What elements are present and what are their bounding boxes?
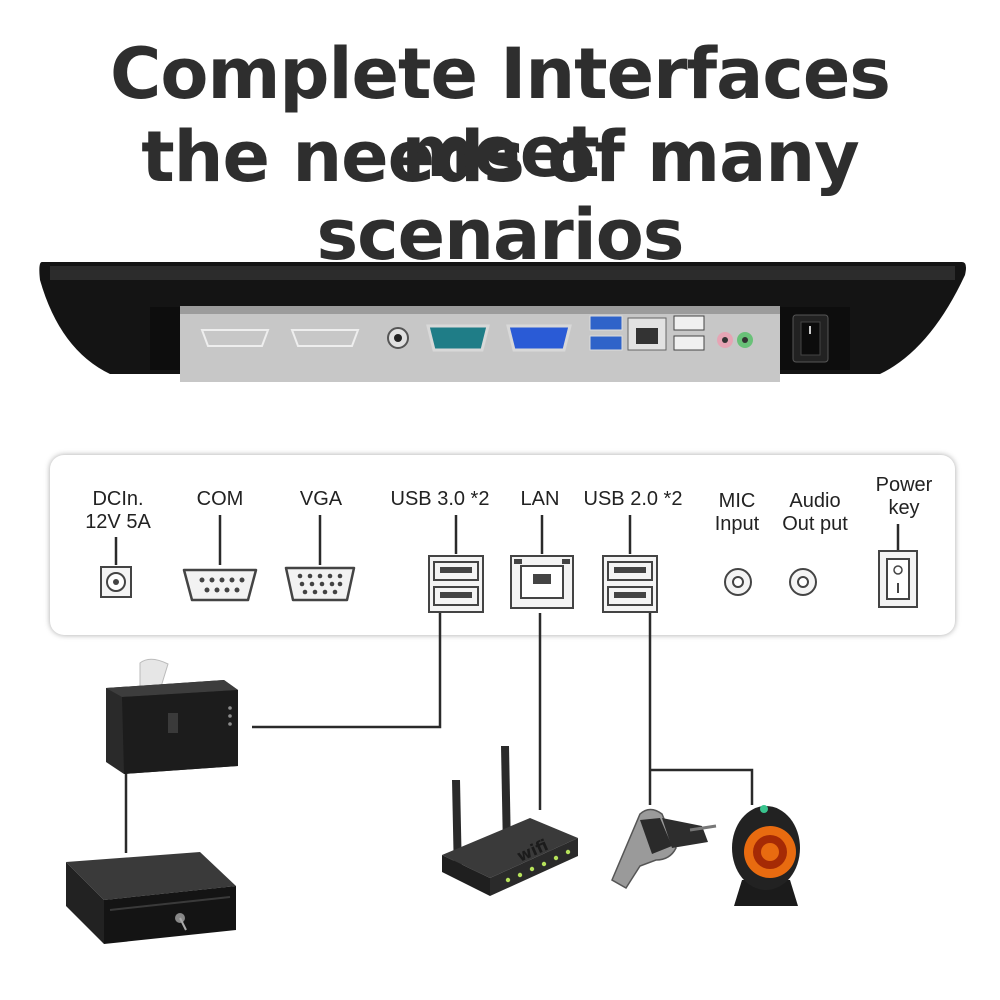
mic-label: MIC Input — [702, 490, 772, 536]
usb3-label: USB 3.0 *2 — [390, 488, 490, 510]
power-label-line1: Power — [875, 474, 933, 496]
mic-label-line2: Input — [714, 513, 760, 535]
mic-label-line1: MIC — [718, 490, 756, 512]
power-label-line2: key — [888, 497, 920, 519]
pos-terminal-back-icon — [39, 262, 967, 382]
headline-line-1: Complete Interfaces meet — [110, 33, 891, 193]
wifi-router-icon: wifi — [442, 746, 578, 896]
audio-label-line1: Audio — [789, 490, 841, 512]
lan-label: LAN — [520, 488, 560, 510]
vga-label: VGA — [299, 488, 343, 510]
dcin-label: DCIn. 12V 5A — [78, 488, 158, 534]
cash-drawer-icon — [66, 852, 236, 944]
headline-line-2: the needs of many scenarios — [141, 116, 860, 276]
dcin-label-line1: DCIn. — [92, 488, 144, 510]
com-label: COM — [196, 488, 244, 510]
handheld-barcode-scanner-icon — [611, 808, 717, 890]
usb2-label: USB 2.0 *2 — [583, 488, 683, 510]
audio-label: Audio Out put — [770, 490, 860, 536]
power-label: Power key — [862, 474, 946, 520]
omnidirectional-scanner-icon — [732, 805, 800, 906]
audio-label-line2: Out put — [782, 513, 848, 535]
port-panel — [50, 455, 955, 635]
dcin-label-line2: 12V 5A — [85, 511, 151, 533]
receipt-printer-icon — [106, 658, 238, 774]
